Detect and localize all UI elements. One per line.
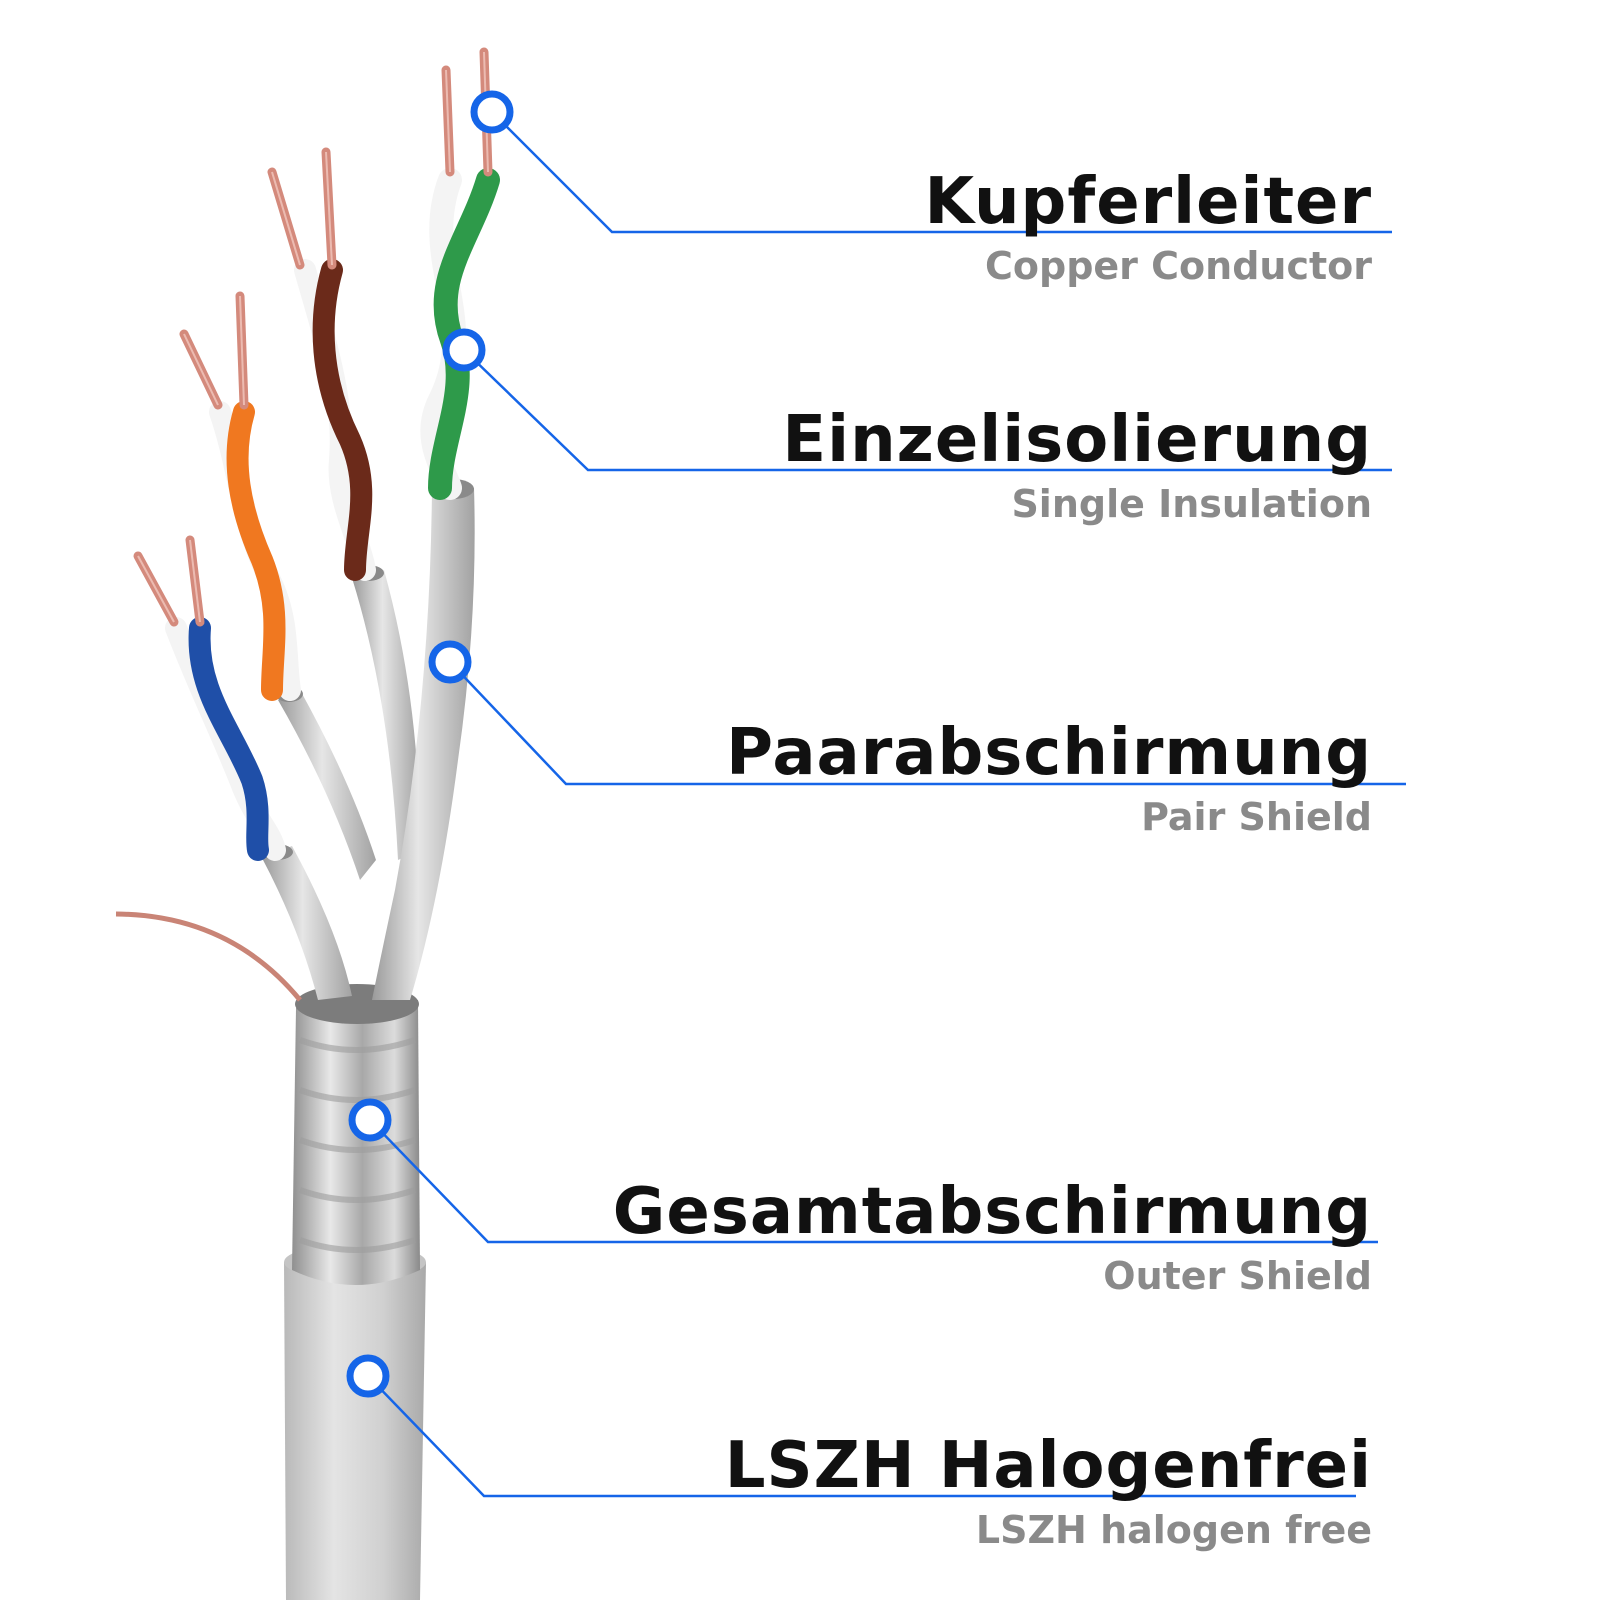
callout-kupferleiter-title: Kupferleiter bbox=[924, 165, 1372, 239]
callout-einzelisolierung-marker bbox=[442, 328, 1392, 472]
callout-kupferleiter: Kupferleiter Copper Conductor bbox=[925, 165, 1373, 289]
callout-kupferleiter-subtitle: Copper Conductor bbox=[985, 244, 1372, 288]
callout-gesamtabschirmung-title: Gesamtabschirmung bbox=[612, 1175, 1372, 1249]
callout-paarabschirmung-title: Paarabschirmung bbox=[726, 716, 1372, 790]
blue-pair bbox=[165, 617, 286, 861]
callout-lszh-marker bbox=[346, 1354, 1356, 1498]
callout-einzelisolierung-title: Einzelisolierung bbox=[782, 403, 1372, 477]
callout-paarabschirmung-subtitle: Pair Shield bbox=[1141, 795, 1372, 839]
callout-lszh-title: LSZH Halogenfrei bbox=[724, 1429, 1372, 1503]
callout-einzelisolierung: Einzelisolierung Single Insulation bbox=[782, 403, 1372, 527]
overall-shield bbox=[292, 984, 420, 1285]
callout-paarabschirmung-marker bbox=[428, 640, 1406, 786]
callout-lszh: LSZH Halogenfrei LSZH halogen free bbox=[725, 1429, 1372, 1553]
callout-gesamtabschirmung: Gesamtabschirmung Outer Shield bbox=[613, 1175, 1372, 1299]
outer-jacket bbox=[284, 1244, 426, 1600]
callout-gesamtabschirmung-marker bbox=[348, 1098, 1378, 1244]
drain-wire bbox=[115, 911, 302, 1002]
callout-kupferleiter-marker bbox=[470, 90, 1392, 234]
callout-gesamtabschirmung-subtitle: Outer Shield bbox=[1103, 1254, 1372, 1298]
callout-lszh-subtitle: LSZH halogen free bbox=[975, 1508, 1372, 1552]
callout-paarabschirmung: Paarabschirmung Pair Shield bbox=[726, 716, 1372, 840]
callout-einzelisolierung-subtitle: Single Insulation bbox=[1011, 482, 1372, 526]
orange-pair bbox=[209, 401, 301, 701]
brown-pair bbox=[294, 259, 376, 581]
